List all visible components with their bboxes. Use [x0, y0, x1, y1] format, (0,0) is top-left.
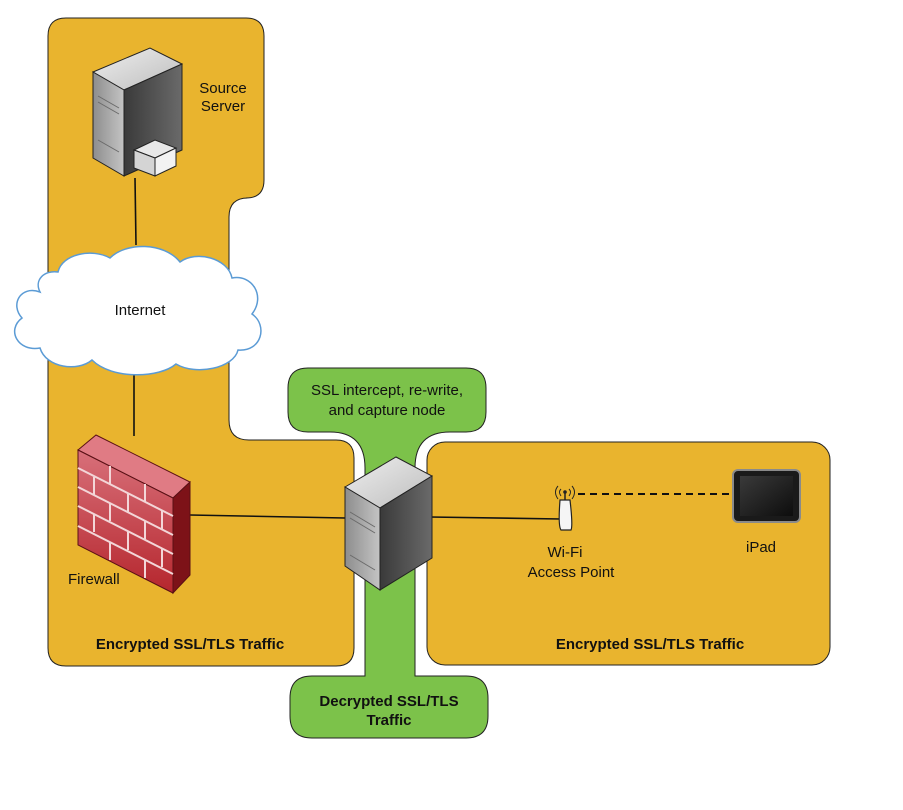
tablet-icon: [732, 469, 801, 523]
source-server-label-line1: Source: [199, 80, 247, 97]
firewall-node-link: [189, 514, 346, 519]
decrypted-caption-line1: Decrypted SSL/TLS: [319, 693, 458, 710]
firewall-brick-icon: [77, 434, 191, 595]
cloud-icon: [13, 245, 262, 376]
wifi-antenna-icon: [555, 485, 575, 531]
server-icon: [344, 456, 434, 591]
decrypted-caption-line2: Traffic: [366, 712, 411, 729]
intercept-node-label-line2: and capture node: [329, 402, 446, 419]
firewall-label: Firewall: [68, 571, 120, 588]
node-ap-link: [429, 516, 562, 520]
source-server-label-line2: Server: [201, 98, 245, 115]
intercept-node-label-line1: SSL intercept, re-write,: [311, 382, 463, 399]
wifi-label-line2: Access Point: [528, 564, 616, 581]
left-zone-caption: Encrypted SSL/TLS Traffic: [96, 636, 284, 653]
ipad-label: iPad: [746, 539, 776, 556]
server-internet-link: [134, 177, 137, 246]
right-zone-caption: Encrypted SSL/TLS Traffic: [556, 636, 744, 653]
wifi-label-line1: Wi-Fi: [548, 544, 583, 561]
internet-label: Internet: [115, 302, 167, 319]
server-icon: [91, 47, 184, 177]
